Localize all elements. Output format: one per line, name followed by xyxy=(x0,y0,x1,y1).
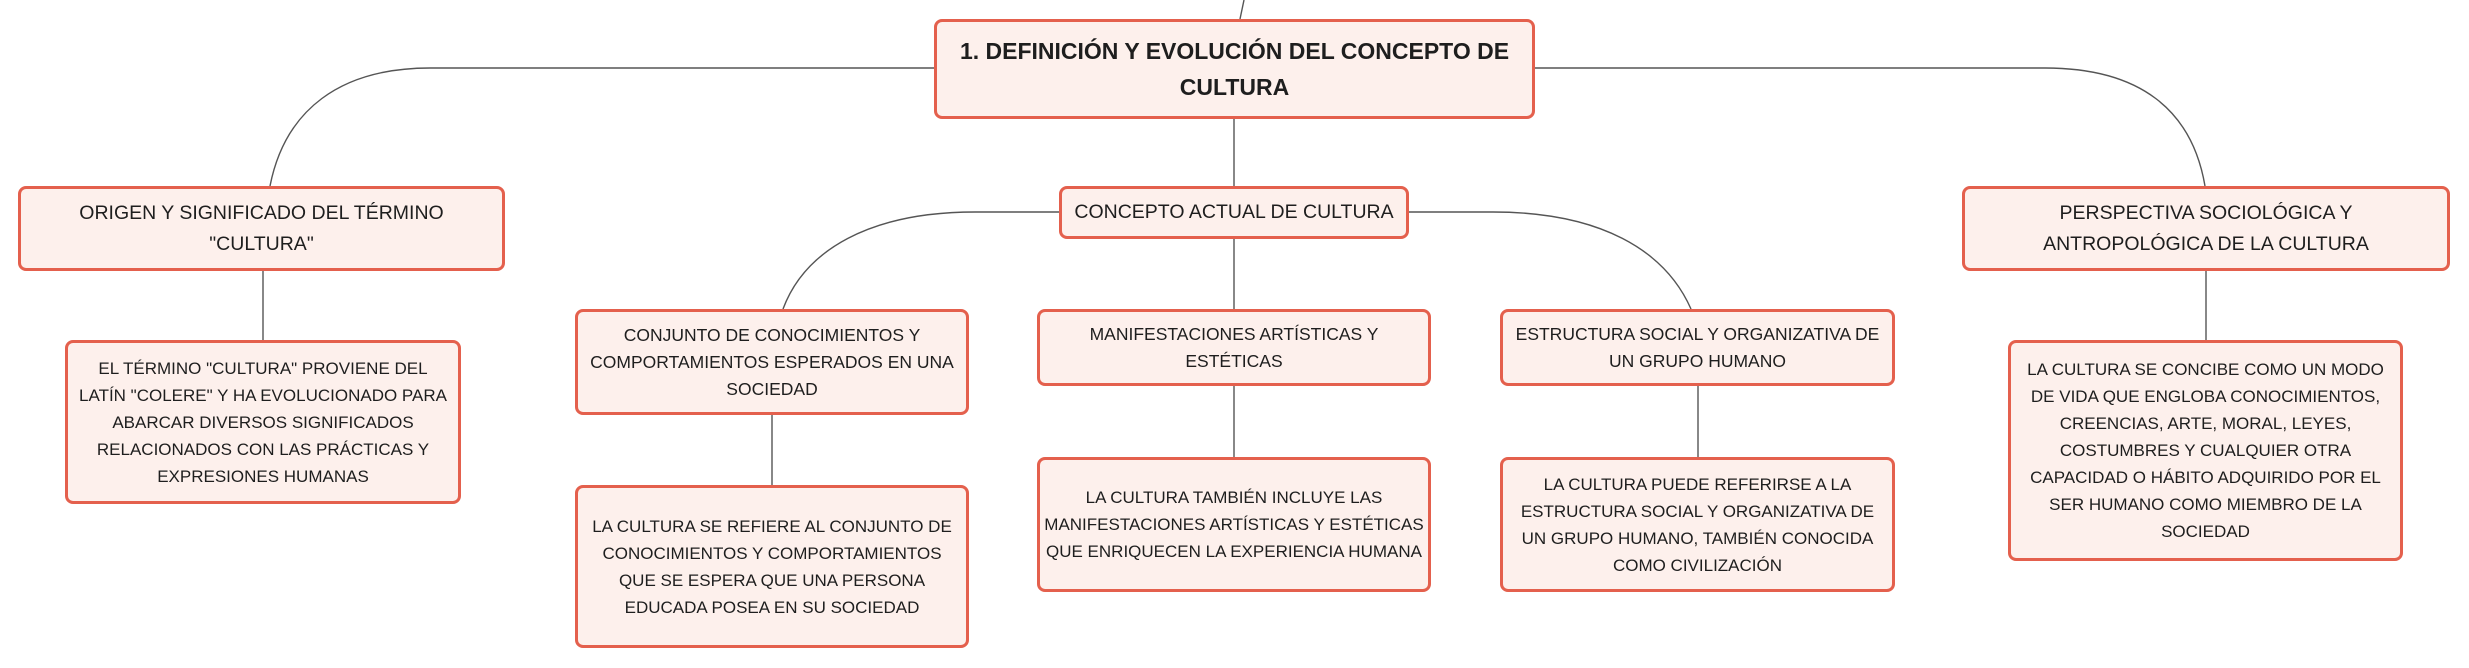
connector-concepto-estructura xyxy=(1407,211,1692,310)
node-conocimientos-label: CONJUNTO DE CONOCIMIENTOS Y COMPORTAMIEN… xyxy=(590,324,954,399)
node-origen-significado[interactable]: ORIGEN Y SIGNIFICADO DEL TÉRMINO "CULTUR… xyxy=(18,186,505,271)
connector-root-perspectiva xyxy=(1533,67,2206,187)
node-manifestaciones-detail-label: LA CULTURA TAMBIÉN INCLUYE LAS MANIFESTA… xyxy=(1044,488,1424,561)
connector-concepto-conocimientos xyxy=(782,211,1061,310)
node-perspectiva-sociologica[interactable]: PERSPECTIVA SOCIOLÓGICA Y ANTROPOLÓGICA … xyxy=(1962,186,2450,271)
node-root-label: 1. DEFINICIÓN Y EVOLUCIÓN DEL CONCEPTO D… xyxy=(959,38,1510,100)
node-perspectiva-label: PERSPECTIVA SOCIOLÓGICA Y ANTROPOLÓGICA … xyxy=(2043,201,2369,255)
node-estructura-label: ESTRUCTURA SOCIAL Y ORGANIZATIVA DE UN G… xyxy=(1515,323,1880,371)
node-perspectiva-detail[interactable]: LA CULTURA SE CONCIBE COMO UN MODO DE VI… xyxy=(2008,340,2403,561)
node-conocimientos-detail[interactable]: LA CULTURA SE REFIERE AL CONJUNTO DE CON… xyxy=(575,485,969,648)
node-manifestaciones-detail[interactable]: LA CULTURA TAMBIÉN INCLUYE LAS MANIFESTA… xyxy=(1037,457,1431,592)
node-concepto-actual[interactable]: CONCEPTO ACTUAL DE CULTURA xyxy=(1059,186,1409,239)
connector-root-origen xyxy=(269,67,936,187)
node-estructura-detail-label: LA CULTURA PUEDE REFERIRSE A LA ESTRUCTU… xyxy=(1520,474,1875,575)
node-manifestaciones-label: MANIFESTACIONES ARTÍSTICAS Y ESTÉTICAS xyxy=(1089,323,1379,371)
node-root-definicion-cultura[interactable]: 1. DEFINICIÓN Y EVOLUCIÓN DEL CONCEPTO D… xyxy=(934,19,1535,119)
node-estructura-detail[interactable]: LA CULTURA PUEDE REFERIRSE A LA ESTRUCTU… xyxy=(1500,457,1895,592)
node-origen-detail[interactable]: EL TÉRMINO "CULTURA" PROVIENE DEL LATÍN … xyxy=(65,340,461,504)
node-concepto-label: CONCEPTO ACTUAL DE CULTURA xyxy=(1074,201,1394,223)
connector-root-parent xyxy=(1239,0,1245,20)
node-conocimientos-detail-label: LA CULTURA SE REFIERE AL CONJUNTO DE CON… xyxy=(592,516,952,617)
node-conjunto-conocimientos[interactable]: CONJUNTO DE CONOCIMIENTOS Y COMPORTAMIEN… xyxy=(575,309,969,415)
node-estructura-social[interactable]: ESTRUCTURA SOCIAL Y ORGANIZATIVA DE UN G… xyxy=(1500,309,1895,386)
node-origen-detail-label: EL TÉRMINO "CULTURA" PROVIENE DEL LATÍN … xyxy=(79,358,447,486)
node-perspectiva-detail-label: LA CULTURA SE CONCIBE COMO UN MODO DE VI… xyxy=(2027,360,2384,541)
node-manifestaciones-artisticas[interactable]: MANIFESTACIONES ARTÍSTICAS Y ESTÉTICAS xyxy=(1037,309,1431,386)
node-origen-label: ORIGEN Y SIGNIFICADO DEL TÉRMINO "CULTUR… xyxy=(79,201,444,255)
